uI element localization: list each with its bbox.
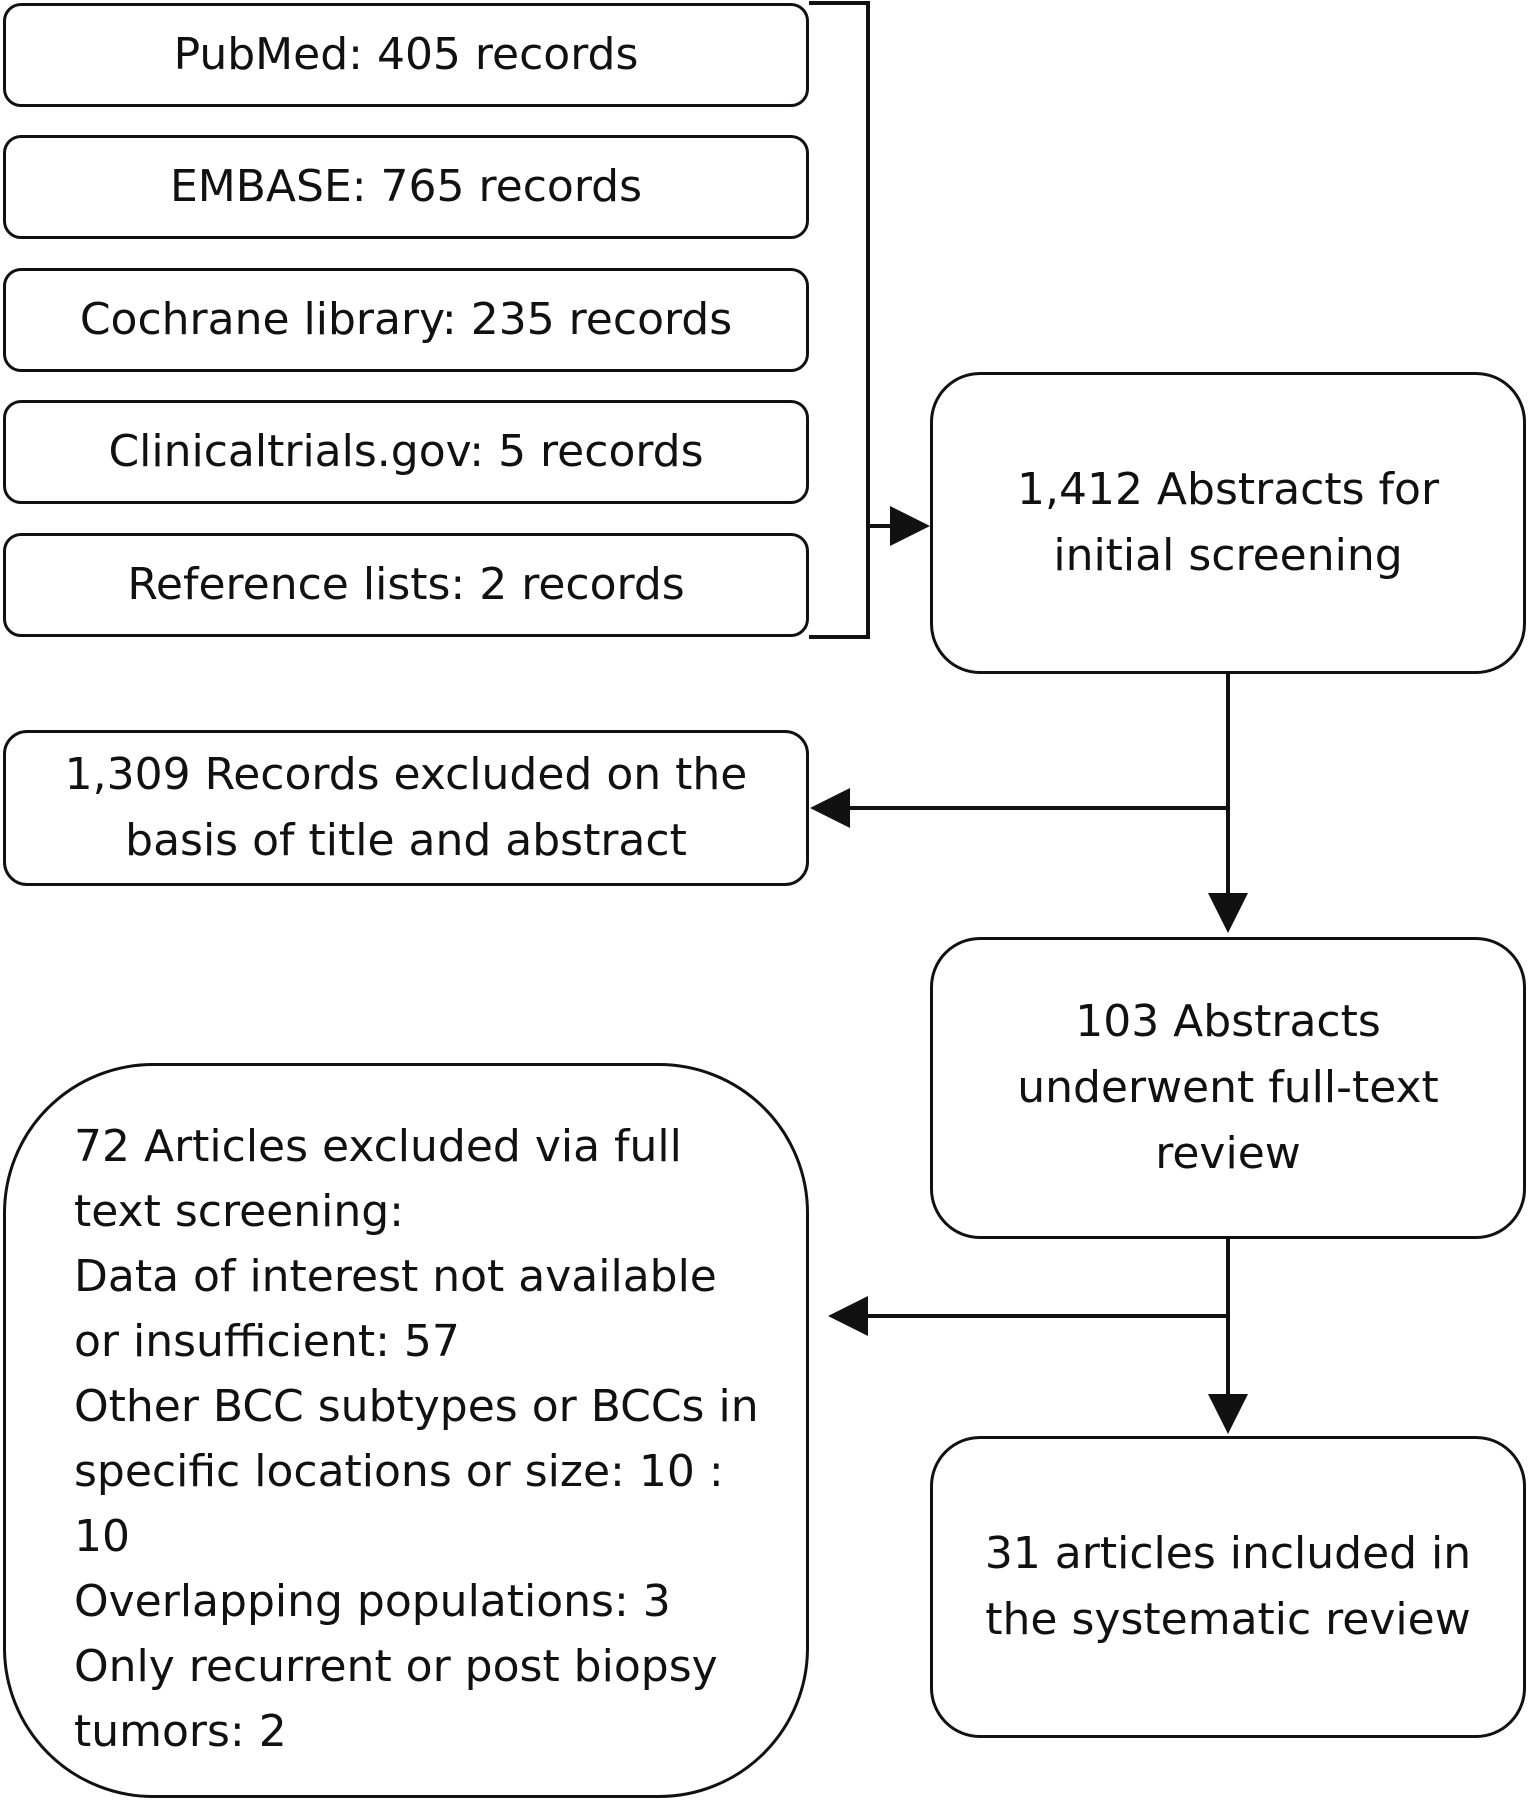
excluded-fulltext-line: Only recurrent or post biopsy bbox=[74, 1641, 718, 1692]
source-embase: EMBASE: 765 records bbox=[3, 135, 809, 239]
source-label: EMBASE: 765 records bbox=[169, 161, 643, 212]
included-box: 31 articles included in the systematic r… bbox=[930, 1436, 1526, 1738]
source-label: PubMed: 405 records bbox=[173, 29, 639, 80]
source-cochrane: Cochrane library: 235 records bbox=[3, 268, 809, 372]
excluded-title-line: 1,309 Records excluded on the bbox=[64, 749, 748, 800]
excluded-fulltext-line: tumors: 2 bbox=[74, 1706, 287, 1757]
included-line: 31 articles included in bbox=[984, 1528, 1472, 1579]
excluded-fulltext-line: text screening: bbox=[74, 1186, 404, 1237]
fulltext-review-box: 103 Abstracts underwent full-text review bbox=[930, 937, 1526, 1239]
excluded-fulltext-line: Other BCC subtypes or BCCs in bbox=[74, 1381, 759, 1432]
source-bracket bbox=[809, 1, 870, 639]
excluded-fulltext-line: 10 bbox=[74, 1511, 130, 1562]
screening-line: 1,412 Abstracts for bbox=[1016, 464, 1440, 515]
source-reference-lists: Reference lists: 2 records bbox=[3, 533, 809, 637]
fulltext-line: 103 Abstracts bbox=[1075, 996, 1381, 1047]
excluded-fulltext-box: 72 Articles excluded via full text scree… bbox=[3, 1063, 809, 1798]
excluded-title-abstract-box: 1,309 Records excluded on the basis of t… bbox=[3, 730, 809, 886]
source-pubmed: PubMed: 405 records bbox=[3, 3, 809, 107]
excluded-fulltext-line: 72 Articles excluded via full bbox=[74, 1121, 682, 1172]
screening-box: 1,412 Abstracts for initial screening bbox=[930, 372, 1526, 674]
source-label: Clinicaltrials.gov: 5 records bbox=[108, 426, 704, 477]
screening-line: initial screening bbox=[1053, 530, 1403, 581]
fulltext-line: underwent full-text bbox=[1017, 1062, 1439, 1113]
excluded-fulltext-line: Overlapping populations: 3 bbox=[74, 1576, 671, 1627]
source-label: Cochrane library: 235 records bbox=[79, 294, 733, 345]
excluded-title-line: basis of title and abstract bbox=[125, 815, 687, 866]
excluded-fulltext-line: or insufficient: 57 bbox=[74, 1316, 460, 1367]
included-line: the systematic review bbox=[985, 1594, 1471, 1645]
source-label: Reference lists: 2 records bbox=[127, 559, 685, 610]
excluded-fulltext-line: specific locations or size: 10 : bbox=[74, 1446, 724, 1497]
source-clinicaltrials: Clinicaltrials.gov: 5 records bbox=[3, 400, 809, 504]
excluded-fulltext-line: Data of interest not available bbox=[74, 1251, 717, 1302]
fulltext-line: review bbox=[1155, 1128, 1301, 1179]
